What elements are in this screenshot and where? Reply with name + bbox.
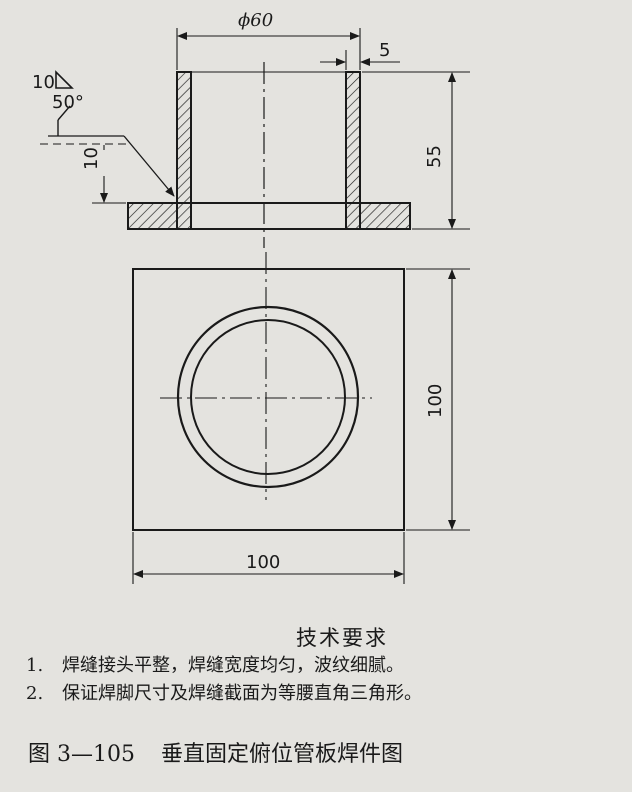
- fillet-weld-icon: [55, 70, 74, 89]
- weld-depth-label: 10: [81, 147, 102, 170]
- requirement-text: 保证焊脚尺寸及焊缝截面为等腰直角三角形。: [62, 683, 422, 704]
- pipe-wall-left: [176, 71, 192, 230]
- pipe-height-dimension: 55: [362, 71, 470, 230]
- weld-leg-size: 10: [32, 72, 55, 93]
- weld-symbol: 10 50°: [32, 70, 175, 197]
- plate-height-dimension: 100: [406, 268, 470, 531]
- weld-angle: 50°: [52, 92, 84, 113]
- diameter-label: ϕ60: [238, 10, 273, 31]
- weld-depth-dimension: 10: [40, 143, 126, 204]
- pipe-height-label: 55: [424, 145, 445, 168]
- figure-caption: 图 3—105 垂直固定俯位管板焊件图: [28, 736, 403, 768]
- technical-requirements: 技术要求 1. 焊缝接头平整，焊缝宽度均匀，波纹细腻。 2. 保证焊脚尺寸及焊缝…: [22, 622, 622, 708]
- plate-hatch-left: [129, 204, 176, 228]
- top-view: [132, 252, 405, 531]
- plate-outline: [132, 268, 405, 531]
- technical-drawing: ϕ60 5 55 10 10 50°: [32, 10, 470, 584]
- wall-thickness-label: 5: [379, 40, 390, 61]
- requirement-number: 2.: [26, 683, 44, 704]
- requirement-item: 1. 焊缝接头平整，焊缝宽度均匀，波纹细腻。: [22, 652, 622, 680]
- requirements-title: 技术要求: [296, 626, 388, 650]
- requirement-item: 2. 保证焊脚尺寸及焊缝截面为等腰直角三角形。: [22, 680, 622, 708]
- plate-width-dimension: 100: [132, 532, 405, 584]
- pipe-inner-circle: [190, 319, 346, 475]
- front-view: [127, 62, 411, 248]
- figure-number: 图 3—105: [28, 742, 135, 767]
- plate-width-label: 100: [246, 552, 280, 573]
- plate-height-label: 100: [425, 384, 446, 418]
- requirement-number: 1.: [26, 655, 44, 676]
- requirement-text: 焊缝接头平整，焊缝宽度均匀，波纹细腻。: [62, 655, 404, 676]
- pipe-outer-circle: [176, 305, 360, 489]
- plate-hatch-right: [361, 204, 409, 228]
- figure-title: 垂直固定俯位管板焊件图: [160, 742, 403, 767]
- wall-thickness-dimension: 5: [320, 40, 400, 70]
- pipe-wall-right: [345, 71, 361, 230]
- diameter-dimension: ϕ60: [176, 10, 361, 70]
